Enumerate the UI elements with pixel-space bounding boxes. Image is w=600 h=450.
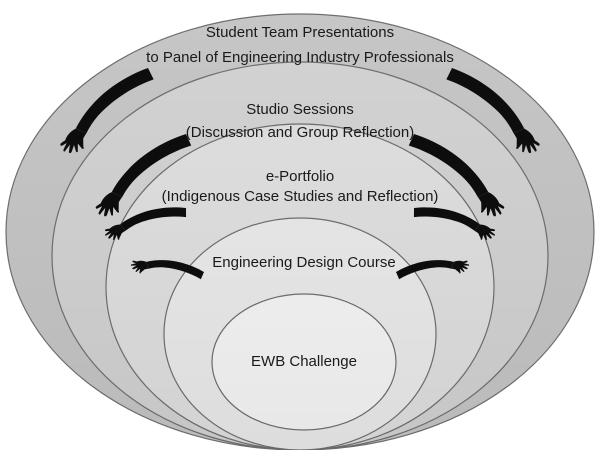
layer-design-label: Engineering Design Course (212, 254, 395, 271)
layer-eportfolio-label-line1: e-Portfolio (266, 168, 334, 185)
layer-outer-label-line1: Student Team Presentations (206, 24, 394, 41)
layer-studio-label-line1: Studio Sessions (246, 101, 354, 118)
labels: Student Team Presentations to Panel of E… (146, 24, 454, 370)
diagram-shading (6, 14, 594, 450)
layer-eportfolio-label-line2: (Indigenous Case Studies and Reflection) (162, 188, 439, 205)
layer-outer-label-line2: to Panel of Engineering Industry Profess… (146, 49, 454, 66)
layer-studio-label-line2: (Discussion and Group Reflection) (186, 124, 414, 141)
layer-core-label: EWB Challenge (251, 353, 357, 370)
